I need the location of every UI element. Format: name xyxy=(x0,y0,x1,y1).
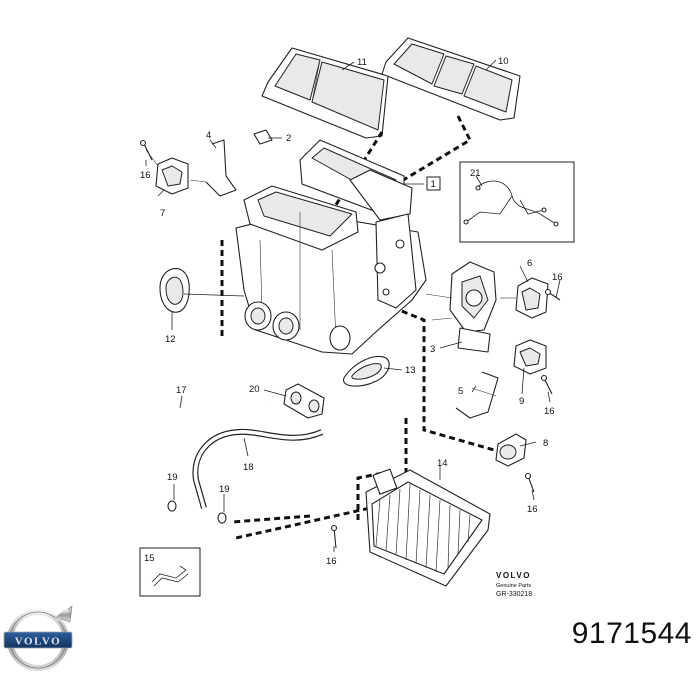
callout-8: 8 xyxy=(543,438,548,449)
screw-16c xyxy=(540,374,553,395)
callout-11: 11 xyxy=(357,57,367,68)
callout-16-a: 16 xyxy=(140,170,151,181)
clip-15 xyxy=(139,547,201,597)
callout-16-c: 16 xyxy=(544,406,555,417)
callout-15: 15 xyxy=(144,553,155,564)
coolant-pipe-18 xyxy=(192,428,324,509)
callout-21: 21 xyxy=(470,168,481,179)
screw-16a xyxy=(139,139,153,161)
callout-7: 7 xyxy=(160,208,165,219)
callout-1: 1 xyxy=(431,179,436,190)
callout-19-a: 19 xyxy=(167,472,178,483)
clip-2 xyxy=(253,129,273,145)
callout-14: 14 xyxy=(437,458,448,469)
sensor-8 xyxy=(495,433,527,467)
callout-10: 10 xyxy=(498,56,509,67)
volvo-logo: VOLVO xyxy=(3,605,73,671)
callout-16-e: 16 xyxy=(326,556,337,567)
seal-12 xyxy=(159,268,190,313)
cabin-filter-frame-10 xyxy=(381,37,521,121)
coolant-pipe-17 xyxy=(146,397,269,497)
part-number: 9171544 xyxy=(571,617,692,650)
callout-18: 18 xyxy=(243,462,254,473)
callout-6: 6 xyxy=(527,258,532,269)
cabin-filter-frame-11 xyxy=(261,47,389,139)
screw-16b xyxy=(544,288,561,301)
screw-16e xyxy=(330,524,338,549)
callout-20: 20 xyxy=(249,384,260,395)
callout-16-d: 16 xyxy=(527,504,538,515)
screw-16d xyxy=(524,472,535,493)
logo-text: VOLVO xyxy=(15,636,61,648)
linkage-4 xyxy=(189,139,237,197)
wiring-harness-21 xyxy=(459,161,575,243)
actuator-motor-7 xyxy=(145,149,189,195)
callout-3: 3 xyxy=(430,344,435,355)
seal-13 xyxy=(343,356,390,387)
blend-motor-3 xyxy=(425,261,497,353)
callout-9: 9 xyxy=(519,396,524,407)
stamp-code: GR-330218 xyxy=(496,591,532,598)
genuine-parts-stamp: VOLVO Genuine Parts GR-330218 xyxy=(496,571,532,598)
callout-4: 4 xyxy=(206,130,211,141)
actuator-motor-9 xyxy=(513,339,547,375)
stamp-subtitle: Genuine Parts xyxy=(496,583,531,589)
callout-1-box xyxy=(426,176,441,191)
callout-5: 5 xyxy=(458,386,463,397)
heater-core-14 xyxy=(365,468,491,587)
bracket-5 xyxy=(455,371,499,419)
leader-lines xyxy=(145,59,561,552)
actuator-motor-6 xyxy=(500,277,549,319)
heater-housing-1 xyxy=(235,139,427,355)
o-ring-19b xyxy=(217,512,227,524)
callout-13: 13 xyxy=(405,365,416,376)
connector-20 xyxy=(283,383,325,419)
stamp-brand: VOLVO xyxy=(496,571,531,580)
o-ring-19a xyxy=(167,500,177,512)
callout-12: 12 xyxy=(165,334,176,345)
callout-19-b: 19 xyxy=(219,484,230,495)
callout-16-b: 16 xyxy=(552,272,563,283)
callout-17: 17 xyxy=(176,385,187,396)
callout-2: 2 xyxy=(286,133,291,144)
